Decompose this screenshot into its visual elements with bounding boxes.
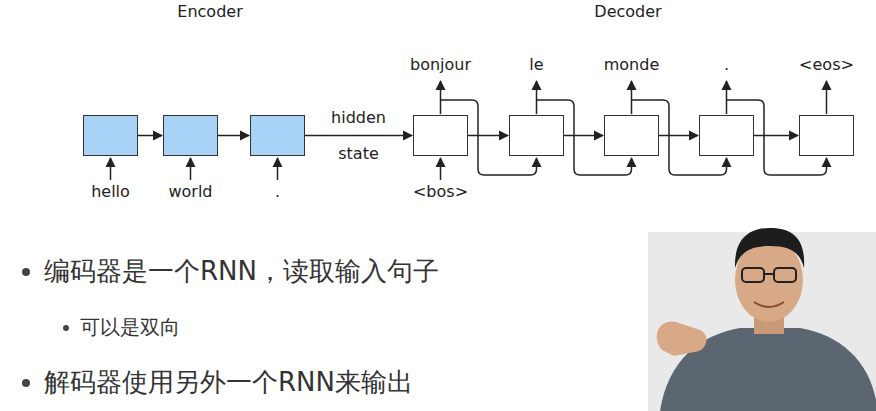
io-arrows: [111, 81, 827, 180]
state-arrow: [305, 135, 412, 137]
input-token: hello: [91, 182, 130, 201]
bullet: [22, 379, 30, 387]
bullet: [22, 268, 30, 276]
input-token: .: [275, 182, 280, 201]
state-arrow: [218, 135, 249, 137]
section-title: Encoder: [177, 2, 242, 22]
decoder-rnn-cell: monde: [604, 115, 659, 156]
bullet: [63, 325, 69, 331]
decoder-rnn-cell: le: [509, 115, 564, 156]
input-arrow: [440, 158, 442, 180]
output-token: le: [529, 55, 543, 74]
output-arrow: [536, 81, 538, 114]
edge-label: hidden state: [324, 100, 394, 172]
input-arrow: [277, 158, 279, 180]
encoder-rnn-cell: world: [163, 115, 218, 156]
sub-bullet-text: 可以是双向: [80, 315, 180, 340]
output-token: <eos>: [799, 55, 854, 74]
output-arrow: [631, 81, 633, 114]
decoder-rnn-cell: <eos>: [799, 115, 854, 156]
encoder-rnn-cell: hello: [83, 115, 138, 156]
output-token: .: [724, 55, 729, 74]
input-arrow: [110, 158, 112, 180]
output-arrow: [726, 81, 728, 114]
input-token: world: [168, 182, 212, 201]
bullet-text: 解码器使用另外一个RNN来输出: [44, 366, 413, 399]
bullet-text: 编码器是一个RNN，读取输入句子: [44, 255, 439, 288]
output-arrow: [440, 81, 442, 114]
state-arrow: [754, 135, 798, 137]
presenter-illustration: [648, 228, 876, 411]
decoder-rnn-cell: .: [699, 115, 754, 156]
input-token: <bos>: [413, 182, 468, 201]
decoder-rnn-cell: bonjour<bos>: [413, 115, 468, 156]
section-title: Decoder: [594, 2, 661, 22]
state-arrow: [564, 135, 603, 137]
encoder-rnn-cell: .: [250, 115, 305, 156]
input-arrow: [190, 158, 192, 180]
state-arrow: [468, 135, 508, 137]
state-arrow: [138, 135, 162, 137]
output-token: bonjour: [410, 55, 471, 74]
state-arrow: [659, 135, 698, 137]
output-arrow: [826, 81, 828, 114]
output-token: monde: [604, 55, 660, 74]
